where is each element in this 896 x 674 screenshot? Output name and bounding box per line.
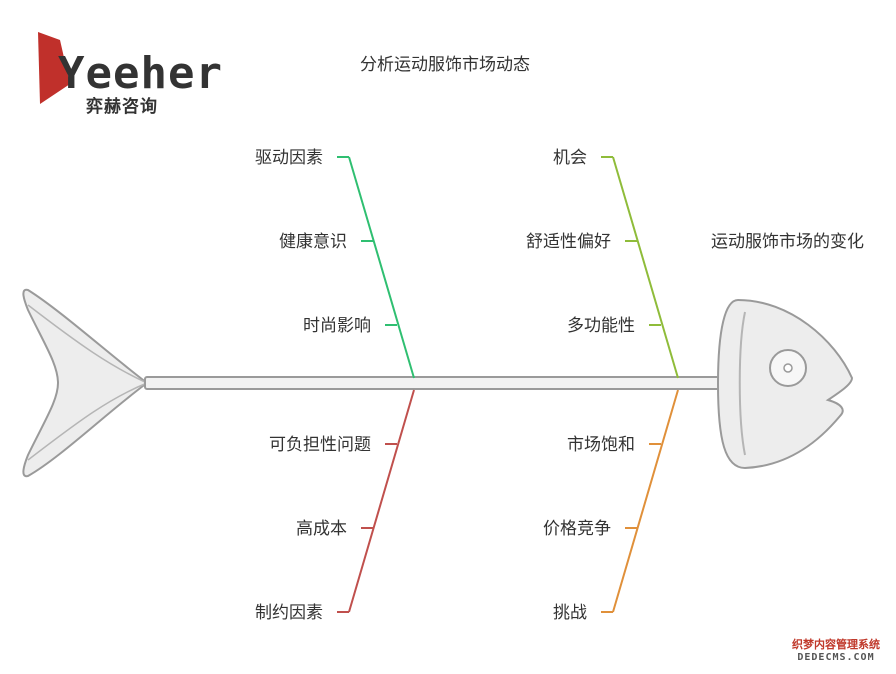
diagram-title: 分析运动服饰市场动态 — [360, 55, 530, 75]
opportunities-bone — [612, 156, 679, 379]
logo-mark — [38, 32, 70, 104]
fish-gill — [738, 311, 746, 456]
logo-text: Yeeher — [58, 48, 223, 99]
drivers-label: 驱动因素 — [255, 148, 323, 168]
watermark: 织梦内容管理系统 DEDECMS.COM — [780, 638, 892, 664]
constraints-label: 制约因素 — [255, 603, 323, 623]
challenges-item-1: 市场饱和 — [567, 435, 635, 455]
fish-tail — [22, 288, 149, 478]
logo-subtitle: 弈赫咨询 — [86, 97, 158, 117]
drivers-bone — [348, 156, 415, 379]
watermark-line1: 织梦内容管理系统 — [792, 638, 880, 651]
challenges-bone — [612, 389, 679, 613]
opportunities-label: 机会 — [553, 148, 587, 168]
fish-spine — [144, 376, 731, 390]
constraints-item-2: 高成本 — [296, 519, 347, 539]
opportunities-item-1: 舒适性偏好 — [526, 232, 611, 252]
constraints-bone — [348, 389, 415, 613]
constraints-item-1: 可负担性问题 — [269, 435, 371, 455]
fish-pupil — [783, 363, 793, 373]
challenges-item-2: 价格竞争 — [543, 519, 611, 539]
drivers-item-1: 健康意识 — [279, 232, 347, 252]
drivers-item-2: 时尚影响 — [303, 316, 371, 336]
watermark-line2: DEDECMS.COM — [797, 652, 875, 663]
head-label: 运动服饰市场的变化 — [711, 232, 864, 252]
fish-tail-inner — [27, 304, 148, 461]
challenges-label: 挑战 — [553, 603, 587, 623]
opportunities-item-2: 多功能性 — [567, 316, 635, 336]
